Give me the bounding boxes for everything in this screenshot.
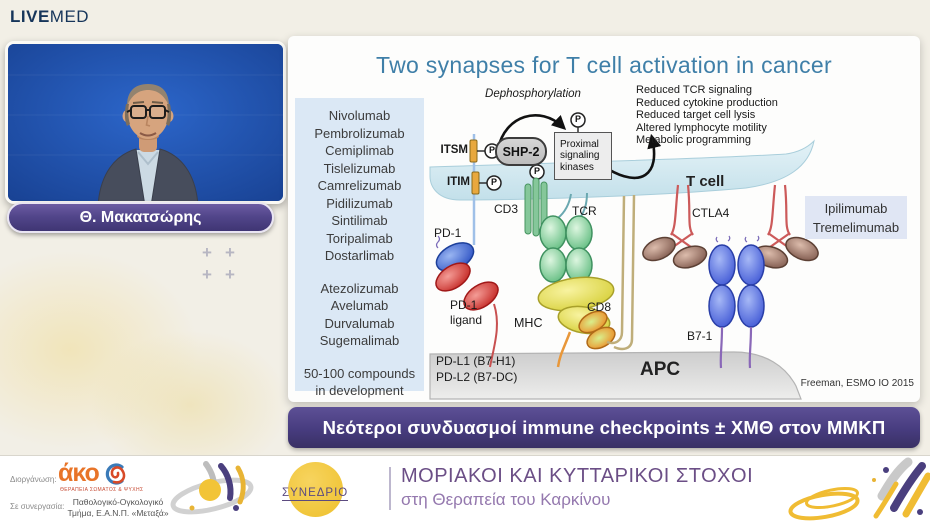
drug-item: Sintilimab (331, 213, 388, 228)
drug-list-panel: Nivolumab Pembrolizumab Cemiplimab Tisle… (295, 98, 424, 398)
slide-title: Two synapses for T cell activation in ca… (376, 52, 832, 78)
pd1-label: PD-1 (434, 226, 462, 240)
tcr-label: TCR (572, 204, 597, 218)
drug-item: Tislelizumab (323, 160, 396, 176)
pdl2-line: PD-L2 (B7-DC) (436, 369, 518, 384)
shp2-box: SHP-2 (495, 137, 547, 166)
synedrio-badge-text: ΣΥΝΕΔΡΙΟ (282, 487, 349, 501)
plus-decoration (202, 243, 248, 287)
congress-subtitle: στη Θεραπεία του Καρκίνου (401, 490, 611, 509)
phospho-icon: P (574, 114, 581, 124)
b71-label: B7-1 (687, 329, 713, 343)
pdl1-pdl2-label: PD-L1 (B7-H1) PD-L2 (B7-DC) (436, 354, 517, 385)
akos-swirl-icon (105, 462, 126, 485)
phospho-icon: P (533, 166, 540, 176)
drug-item: Avelumab (330, 298, 389, 313)
drug-item: Nivolumab (328, 108, 391, 123)
checkpoint-effects-list: Reduced TCR signaling Reduced cytokine p… (636, 84, 778, 147)
effect-item: Reduced target cell lysis (636, 109, 756, 121)
phospho-icon: P (490, 177, 497, 187)
drug-item: Camrelizumab (317, 178, 402, 193)
effect-item: Reduced TCR signaling (636, 84, 752, 96)
effect-item: Reduced cytokine production (636, 96, 778, 109)
footer-divider (389, 467, 391, 510)
ctla4-drug: Tremelimumab (812, 219, 900, 235)
drug-item: Atezolizumab (320, 280, 399, 296)
footer-bar: Διοργάνωση: άκο ΘΕΡΑΠΕΙΑ ΣΩΜΑΤΟΣ & ΨΥΧΗΣ… (0, 455, 930, 522)
speaker-illustration (8, 44, 283, 201)
drug-item: Toripalimab (326, 230, 393, 246)
proximal-kinases-box: Proximal signaling kinases (554, 132, 612, 180)
organizer-label: Διοργάνωση: (10, 475, 57, 484)
partner-label: Σε συνεργασία: (10, 502, 65, 511)
lecture-title-banner: Νεότεροι συνδυασμοί immune checkpoints ±… (288, 407, 920, 448)
akos-logo-text: άκο (58, 459, 100, 487)
drug-item: Pembrolizumab (314, 125, 405, 141)
drug-item: Pidilizumab (326, 195, 393, 211)
tcell-label: T cell (686, 173, 725, 190)
itim-label: ITIM (447, 176, 470, 188)
paint-splash-decoration (788, 457, 930, 521)
effect-item: Metabolic programming (636, 134, 751, 146)
livemed-logo-live: LIVE (10, 7, 50, 26)
speaker-video-feed[interactable] (5, 41, 286, 204)
speaker-name-badge: Θ. Μακατσώρης (7, 202, 274, 233)
ctla4-drugs-box: Ipilimumab Tremelimumab (805, 196, 907, 239)
congress-title: ΜΟΡΙΑΚΟΙ ΚΑΙ ΚΥΤΤΑΡΙΚΟΙ ΣΤΟΧΟΙ (401, 465, 754, 487)
drug-item: Dostarlimab (324, 248, 395, 263)
speaker-name: Θ. Μακατσώρης (79, 208, 202, 226)
drug-item: Durvalumab (324, 315, 395, 331)
itsm-label: ITSM (440, 144, 468, 156)
presentation-slide: Two synapses for T cell activation in ca… (288, 36, 920, 402)
mhc-label: MHC (514, 316, 543, 330)
effect-item: Altered lymphocyte motility (636, 121, 767, 134)
drug-footnote: 50-100 compounds in development (303, 365, 416, 399)
pdl1-line: PD-L1 (B7-H1) (436, 354, 516, 368)
cd8-label: CD8 (587, 300, 612, 314)
lecture-title: Νεότεροι συνδυασμοί immune checkpoints ±… (322, 416, 886, 438)
background-paint-blob (0, 250, 200, 450)
livemed-logo-med: MED (49, 7, 90, 26)
drug-item: Cemiplimab (325, 143, 394, 158)
akos-logo: άκο (58, 459, 128, 488)
livemed-logo: LIVEMED (10, 7, 89, 27)
ctla4-drug: Ipilimumab (824, 200, 888, 216)
ctla4-label: CTLA4 (692, 206, 730, 220)
phospho-icon: P (488, 145, 495, 155)
dephosphorylation-label: Dephosphorylation (485, 88, 581, 100)
apc-label: APC (640, 359, 681, 380)
akos-tagline: ΘΕΡΑΠΕΙΑ ΣΩΜΑΤΟΣ & ΨΥΧΗΣ (60, 487, 144, 493)
citation: Freeman, ESMO IO 2015 (800, 378, 914, 389)
partner-name: Παθολογικό-Ογκολογικό Τμήμα, Ε.Α.Ν.Π. «Μ… (67, 497, 169, 518)
cd3-label: CD3 (494, 202, 519, 216)
drug-item: Sugemalimab (319, 333, 400, 348)
paint-splash-decoration (170, 461, 254, 515)
synedrio-badge-circle (288, 462, 343, 517)
pd1-ligand-label: PD-1 ligand (450, 298, 483, 327)
